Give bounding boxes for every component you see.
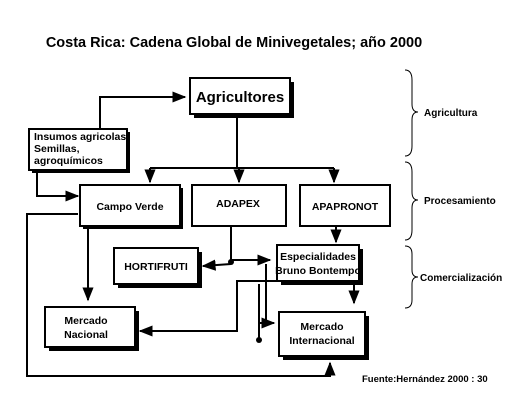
edge-insumos-campo-verde (36, 170, 80, 202)
edge-adapex-especialidades (230, 227, 272, 266)
node-insumos-line-2: Semillas, (34, 143, 80, 155)
node-campo-verde: Campo Verde (79, 184, 183, 229)
node-mercado-nacional-line-2: Nacional (64, 329, 108, 341)
node-mercado-internacional-line-1: Mercado (300, 321, 343, 333)
stage-agricultura-label: Agricultura (424, 108, 478, 119)
node-agricultores-label: Agricultores (196, 89, 284, 106)
node-adapex-label: ADAPEX (216, 198, 260, 210)
stage-comercializacion-label: Comercialización (420, 273, 502, 284)
node-mercado-nacional: Mercado Nacional (44, 306, 139, 351)
edge-insumos-agricultores (99, 91, 187, 128)
edge-junction-hortifruti (201, 259, 232, 271)
brace-procesamiento (404, 161, 419, 241)
brace-agricultura (404, 69, 419, 157)
source-note: Fuente:Hernández 2000 : 30 (362, 374, 488, 385)
node-hortifruti: HORTIFRUTI (113, 247, 202, 288)
node-agricultores: Agricultores (189, 77, 294, 118)
node-hortifruti-label: HORTIFRUTI (124, 261, 188, 273)
diagram-title: Costa Rica: Cadena Global de Minivegetal… (46, 35, 422, 51)
node-especialidades-line-1: Especialidades (280, 251, 356, 263)
node-mercado-internacional-line-2: Internacional (289, 335, 354, 347)
node-insumos: Insumos agricolas: Semillas, agroquímico… (28, 128, 130, 173)
node-campo-verde-label: Campo Verde (96, 201, 163, 213)
node-apapronot-label: APAPRONOT (312, 201, 379, 213)
node-apapronot: APAPRONOT (299, 184, 391, 227)
edge-adapex-mercado-internacional (261, 264, 276, 329)
junction-dot-upper (228, 259, 234, 265)
node-mercado-internacional: Mercado Internacional (278, 311, 369, 360)
brace-comercializacion (404, 245, 419, 309)
node-especialidades-line-2: Bruno Bontempo (275, 265, 361, 277)
junction-dot-lower (256, 337, 262, 343)
stage-procesamiento-label: Procesamiento (424, 196, 496, 207)
node-especialidades: Especialidades Bruno Bontempo (275, 244, 363, 285)
edge-especialidades-mercado-nacional (138, 280, 276, 337)
node-mercado-nacional-line-1: Mercado (64, 315, 107, 327)
node-adapex: ADAPEX (191, 184, 287, 227)
edge-loop-mercado-internacional (26, 213, 336, 377)
node-insumos-line-3: agroquímicos (34, 155, 103, 167)
node-insumos-line-1: Insumos agricolas: (34, 131, 130, 143)
